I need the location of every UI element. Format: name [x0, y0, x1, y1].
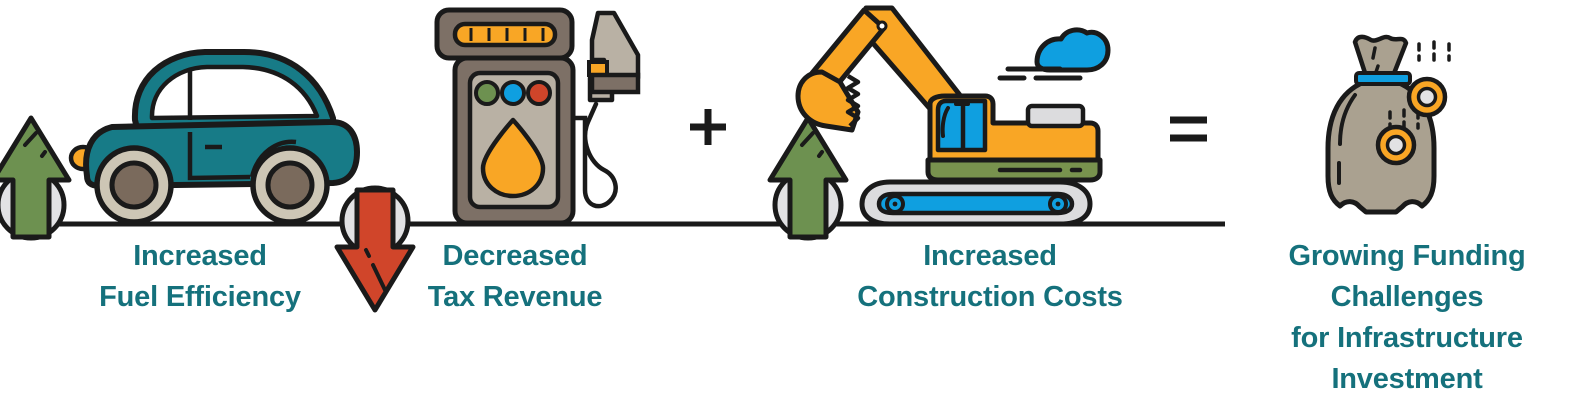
label-increased-fuel-efficiency: Increased Fuel Efficiency	[99, 240, 301, 313]
money-bag-icon	[1325, 34, 1451, 215]
car-wheel-rear	[94, 145, 174, 225]
label-increased-construction-costs: Increased Construction Costs	[857, 240, 1123, 313]
equals-operator-icon	[1170, 116, 1207, 142]
up-arrow-green-icon-2	[767, 115, 849, 241]
down-arrow-red-icon	[334, 185, 416, 313]
gas-pump-icon	[434, 7, 641, 226]
plus-operator-icon	[690, 109, 726, 145]
car-icon	[68, 49, 360, 225]
exhaust-cloud-icon	[997, 27, 1111, 81]
label-growing-funding-challenges: Growing Funding Challenges for Infrastru…	[1288, 240, 1526, 395]
label-decreased-tax-revenue: Decreased Tax Revenue	[427, 240, 603, 313]
up-arrow-green-icon	[0, 115, 72, 241]
excavator-icon	[795, 5, 1111, 227]
car-wheel-front	[250, 145, 330, 225]
